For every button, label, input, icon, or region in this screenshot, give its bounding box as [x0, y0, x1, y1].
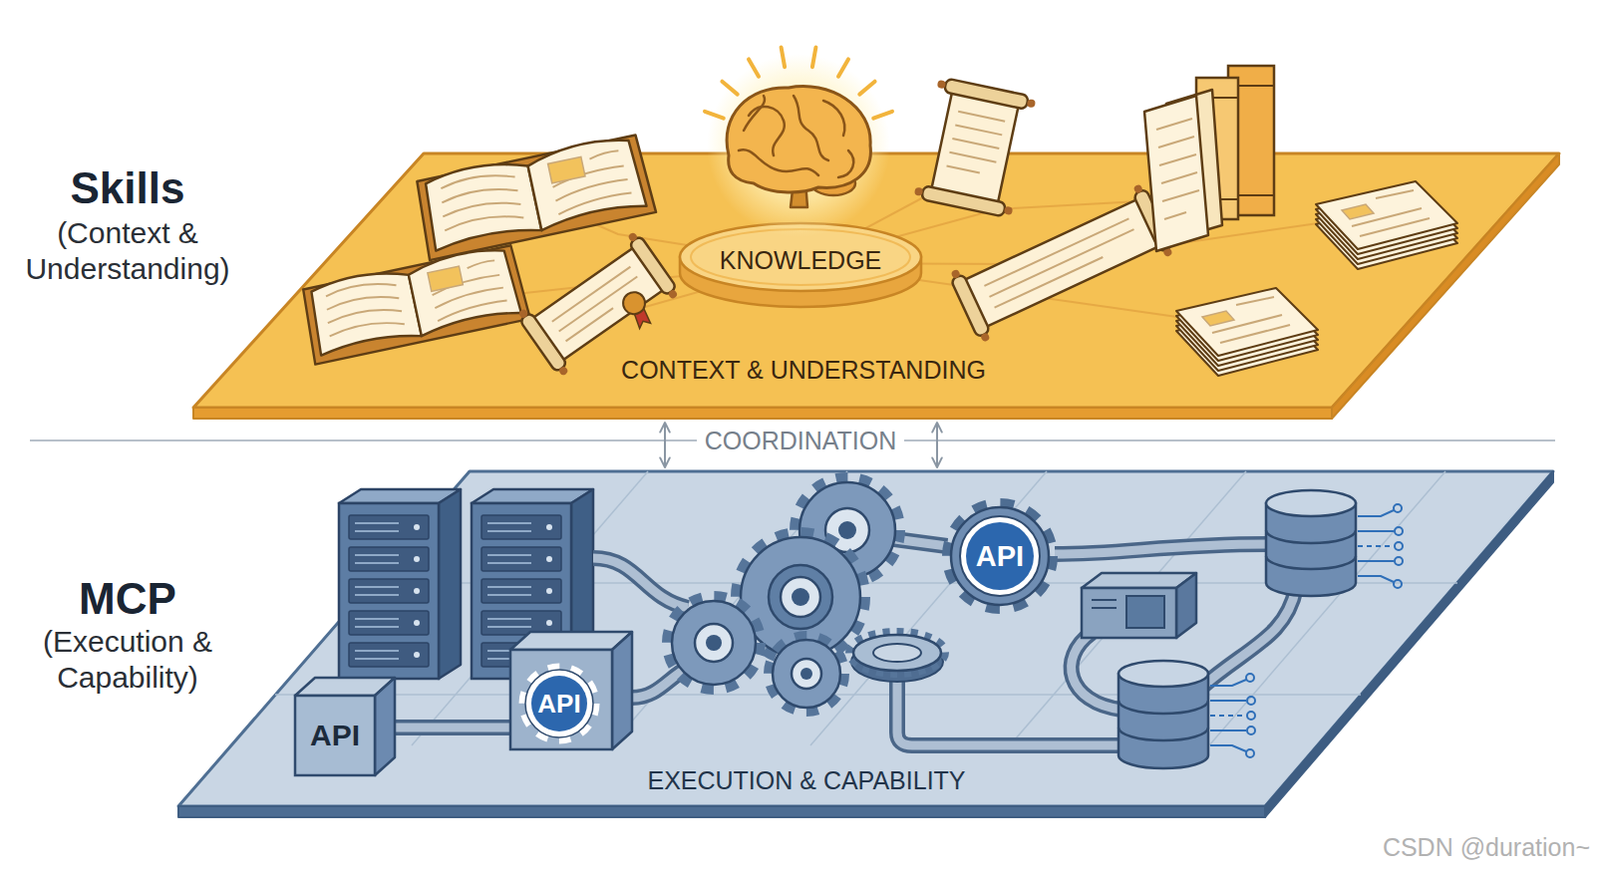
api-cube: API	[510, 632, 633, 750]
layer-subheading: (Execution & Capability)	[17, 624, 238, 696]
connector-line	[936, 422, 939, 468]
connector	[664, 422, 938, 468]
brain-icon	[704, 47, 893, 239]
layer-subheading-slot: (Execution & Capability)	[17, 622, 238, 698]
api-label: API	[537, 688, 581, 719]
layer-subheading-slot: (Context & Understanding)	[17, 213, 238, 290]
watermark-slot: CSDN @duration~	[1295, 831, 1591, 864]
layer-label: CONTEXT & UNDERSTANDING	[621, 354, 986, 385]
layer-subheading: (Context & Understanding)	[17, 215, 238, 288]
layer-heading-slot: MCP	[17, 571, 238, 628]
gear	[667, 597, 760, 689]
layer-label-slot: EXECUTION & CAPABILITY	[557, 763, 1056, 798]
api-box: API	[295, 675, 395, 776]
layer-heading-slot: Skills	[17, 160, 238, 217]
api-gear: API	[942, 498, 1058, 615]
device-box	[1081, 573, 1197, 639]
layer-label: EXECUTION & CAPABILITY	[646, 765, 965, 796]
connector-line	[663, 422, 666, 468]
api-label: API	[975, 540, 1024, 573]
layer-label-slot: CONTEXT & UNDERSTANDING	[554, 352, 1053, 387]
api-label: API	[310, 718, 360, 753]
disc-label: KNOWLEDGE	[719, 245, 883, 276]
layer-heading: Skills	[70, 163, 186, 214]
layer-heading: MCP	[78, 574, 177, 625]
disc-label-slot: KNOWLEDGE	[675, 243, 926, 278]
edge-label: COORDINATION	[696, 425, 906, 456]
watermark: CSDN @duration~	[1382, 832, 1591, 863]
